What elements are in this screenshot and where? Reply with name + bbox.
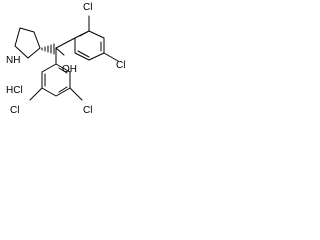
upper-ring-outline: [74, 30, 105, 61]
lower-ring-outline: [41, 63, 71, 97]
chlorine-label-lower-left: Cl: [10, 105, 19, 116]
oh-label: OH: [62, 64, 77, 75]
pyrrolidine-bonds: [14, 27, 41, 59]
chlorine-label-upper-right: Cl: [116, 60, 125, 71]
central-carbon-bonds: [55, 37, 76, 65]
chemical-structure: NH HCl OH Cl Cl Cl Cl: [0, 0, 140, 138]
nh-label: NH: [6, 55, 20, 66]
structure-drawing: NH HCl OH Cl Cl Cl Cl: [6, 2, 125, 116]
hcl-label: HCl: [6, 85, 23, 96]
lower-dichlorophenyl-ring: [29, 63, 83, 101]
chlorine-label-lower-right: Cl: [83, 105, 92, 116]
upper-dichlorophenyl-ring: [74, 15, 119, 62]
pyrrolidine-ring: [14, 27, 41, 59]
chlorine-label-top: Cl: [83, 2, 92, 13]
stereo-hashed-bond: [41, 43, 55, 55]
